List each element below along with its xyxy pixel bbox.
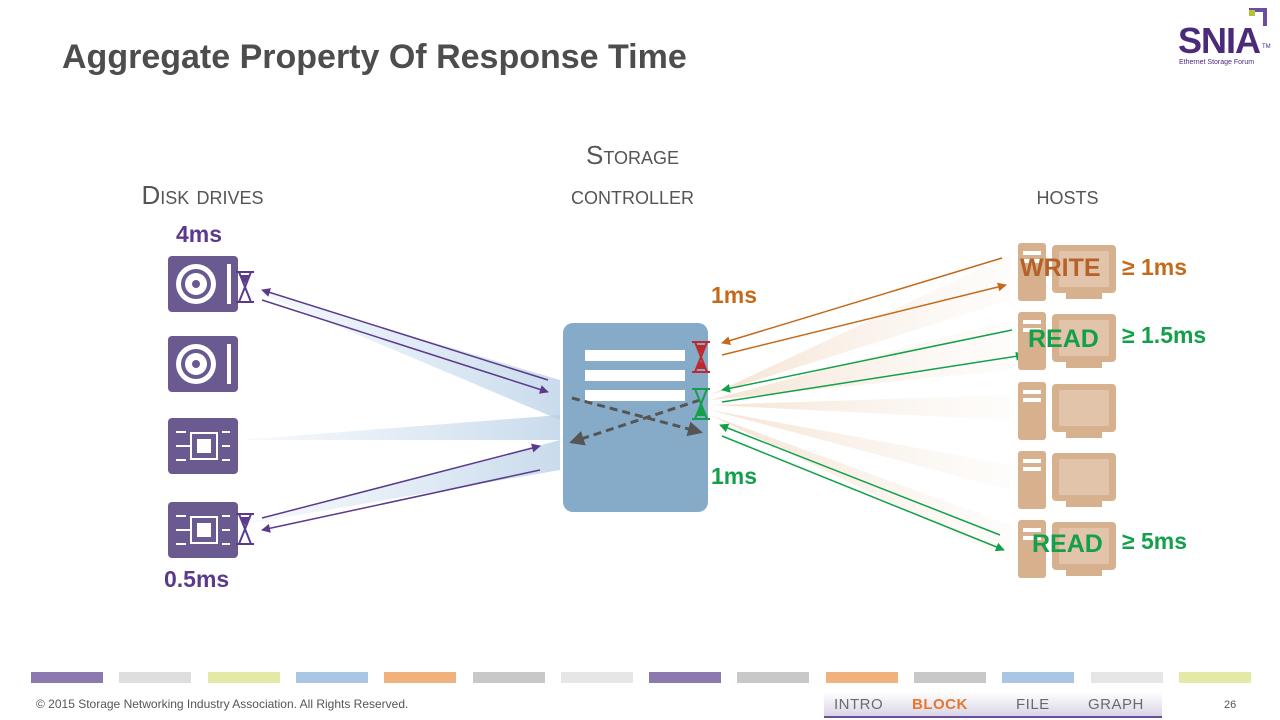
disk-fan-beams — [240, 285, 560, 525]
controller-heading-line2: controller — [570, 180, 695, 210]
disk-drives-heading: Disk drives — [141, 180, 264, 210]
copyright: © 2015 Storage Networking Industry Assoc… — [36, 697, 409, 711]
host-computer-icon — [1018, 243, 1116, 301]
footer-bar — [914, 672, 986, 683]
hourglass-icon — [692, 388, 710, 420]
footer-bar — [560, 672, 633, 683]
footer-bar — [1090, 672, 1163, 683]
footer-bar — [737, 672, 810, 683]
hourglass-icon — [236, 271, 254, 303]
response-time-diagram — [168, 243, 1116, 578]
host-op-read: READ — [1028, 325, 1099, 353]
host-op-read: READ — [1032, 530, 1103, 558]
host-latency-read: ≥ 1.5ms — [1122, 322, 1207, 348]
storage-controller-icon — [563, 323, 708, 512]
host-computer-icon — [1018, 312, 1116, 370]
write-arrows — [721, 257, 1007, 356]
snia-logo: SNIA — [1178, 20, 1261, 61]
hdd-icon — [168, 256, 238, 312]
footer-bar — [295, 672, 368, 683]
controller-latency-read: 1ms — [711, 463, 758, 489]
hosts-heading: hosts — [1036, 180, 1099, 210]
footer-bar — [825, 672, 898, 683]
ssd-icon — [168, 418, 238, 474]
footer-bar — [649, 672, 722, 683]
nav-file[interactable]: FILE — [1016, 696, 1050, 713]
read-arrows — [719, 329, 1025, 552]
disk-latency-bottom: 0.5ms — [164, 566, 230, 592]
host-latency-write: ≥ 1ms — [1122, 254, 1188, 280]
host-computer-icon — [1018, 520, 1116, 578]
disk-io-arrows — [261, 288, 549, 533]
snia-logo-frame — [1249, 8, 1267, 26]
host-computer-icon — [1018, 382, 1116, 440]
logo-subtitle: Ethernet Storage Forum — [1179, 59, 1255, 66]
host-fan-beams — [710, 255, 1010, 560]
host-computer-icon — [1018, 451, 1116, 509]
nav-graph[interactable]: GRAPH — [1088, 696, 1144, 713]
controller-crossing-arrows — [569, 396, 703, 446]
controller-heading-line1: Storage — [585, 140, 680, 170]
footer-bar — [384, 672, 457, 683]
footer-bar — [207, 672, 280, 683]
host-op-write: WRITE — [1020, 254, 1101, 282]
host-latency-read-slow: ≥ 5ms — [1122, 528, 1188, 554]
controller-latency-write: 1ms — [711, 282, 758, 308]
footer-bar — [1002, 672, 1075, 683]
footer-bar — [119, 672, 192, 683]
slide-title: Aggregate Property Of Response Time — [62, 38, 687, 76]
footer-bar — [31, 672, 103, 683]
hourglass-icon — [236, 513, 254, 545]
page-number: 26 — [1224, 699, 1237, 711]
logo-trademark: TM — [1262, 44, 1271, 50]
nav-intro[interactable]: INTRO — [834, 696, 884, 713]
hourglass-icon — [692, 341, 710, 373]
footer-bar — [1178, 672, 1251, 683]
disk-latency-top: 4ms — [176, 221, 223, 247]
nav-block[interactable]: BLOCK — [912, 696, 968, 713]
footer-bar — [472, 672, 545, 683]
ssd-icon — [168, 502, 238, 558]
section-nav: INTRO BLOCK FILE GRAPH — [824, 692, 1162, 718]
hdd-icon — [168, 336, 238, 392]
hosts-group — [1018, 243, 1116, 578]
